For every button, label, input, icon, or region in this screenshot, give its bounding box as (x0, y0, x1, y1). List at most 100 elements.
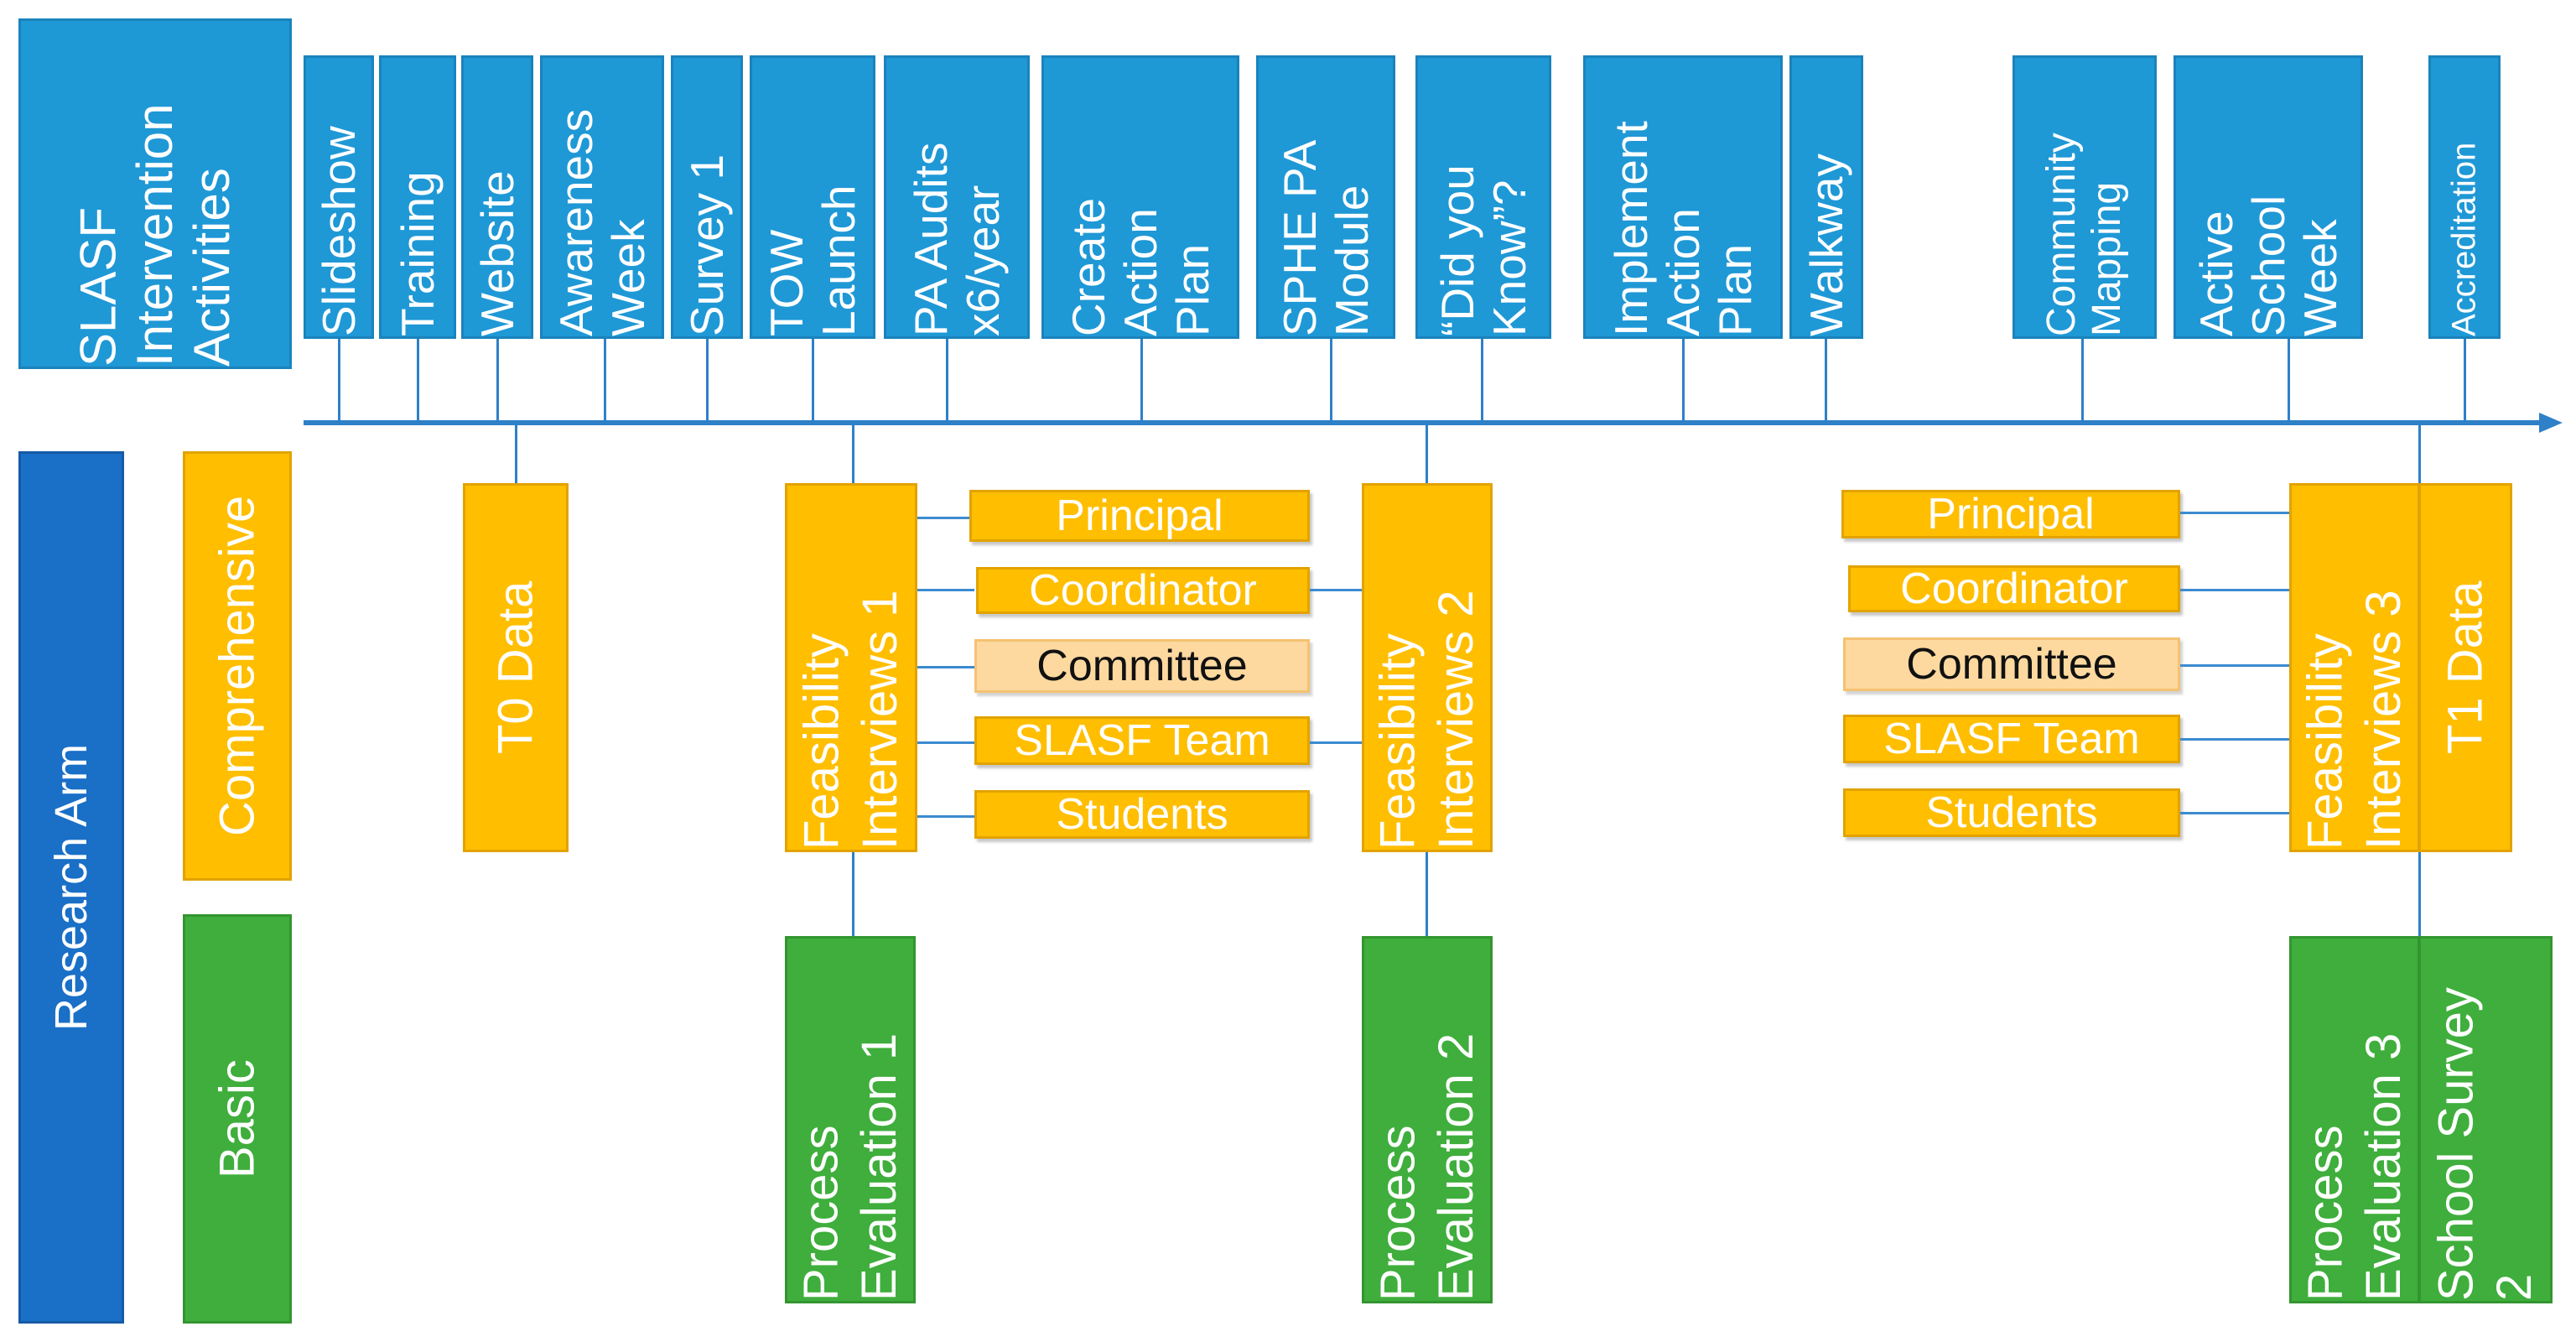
interviewee-committee-2: Committee (1843, 637, 2180, 691)
process-evaluation-1-box: Process Evaluation 1 (785, 936, 916, 1303)
activity-awareness-week-label: Awareness Week (549, 108, 654, 336)
comprehensive-label-box: Comprehensive (183, 451, 292, 881)
basic-label: Basic (210, 1059, 265, 1178)
connector-process-3 (2418, 852, 2421, 936)
connector-process-2 (1426, 852, 1428, 936)
tick-did-you-know (1481, 339, 1483, 423)
connector-t0 (515, 423, 517, 483)
activity-slideshow: Slideshow (304, 55, 374, 339)
interviewee-slasf-team-2-label: SLASF Team (1883, 715, 2140, 763)
activity-accreditation-label: Accreditation (2445, 142, 2483, 336)
activity-community-mapping: Community Mapping (2012, 55, 2157, 339)
tick-walkway (1825, 339, 1827, 423)
link-principal-right (2180, 512, 2289, 514)
feasibility-interviews-1-box: Feasibility Interviews 1 (785, 483, 917, 852)
interviewee-principal-1-label: Principal (1056, 492, 1223, 540)
process-evaluation-3-box: Process Evaluation 3 (2289, 936, 2420, 1303)
link-students-left-a (917, 815, 974, 818)
feasibility-interviews-2-label: Feasibility Interviews 2 (1370, 590, 1483, 850)
activity-implement-action-plan: Implement Action Plan (1583, 55, 1783, 339)
interviewee-coordinator-1-label: Coordinator (1029, 567, 1257, 614)
t1-data-label: T1 Data (2438, 580, 2493, 755)
activity-training: Training (379, 55, 456, 339)
interviewee-coordinator-2: Coordinator (1848, 565, 2180, 612)
activity-training-label: Training (391, 171, 444, 336)
tick-community-mapping (2081, 339, 2084, 423)
interviewee-students-1: Students (974, 790, 1310, 839)
activity-did-you-know: “Did you Know”? (1415, 55, 1551, 339)
tick-active-school-week (2288, 339, 2290, 423)
tick-training (417, 339, 419, 423)
connector-feasibility-1 (852, 423, 854, 483)
activity-slideshow-label: Slideshow (312, 126, 365, 336)
feasibility-interviews-3-box: Feasibility Interviews 3 (2289, 483, 2420, 852)
link-slasf-left-b (1310, 741, 1362, 744)
interviewee-coordinator-2-label: Coordinator (1900, 565, 2128, 612)
tick-sphe-pa-module (1330, 339, 1332, 423)
tick-website (496, 339, 499, 423)
connector-feasibility-3 (2418, 423, 2421, 483)
activity-walkway: Walkway (1789, 55, 1863, 339)
activity-website-label: Website (470, 170, 523, 336)
t1-data-box: T1 Data (2418, 483, 2512, 852)
activity-walkway-label: Walkway (1800, 153, 1852, 336)
activity-survey-1-label: Survey 1 (680, 153, 733, 336)
interviewee-students-2: Students (1843, 788, 2180, 837)
tick-create-action-plan (1140, 339, 1143, 423)
interviewee-slasf-team-1-label: SLASF Team (1014, 716, 1270, 765)
interviewee-students-1-label: Students (1056, 790, 1228, 839)
basic-label-box: Basic (183, 914, 292, 1324)
activity-active-school-week-label: Active School Week (2189, 195, 2347, 336)
feasibility-interviews-2-box: Feasibility Interviews 2 (1362, 483, 1493, 852)
activity-implement-action-plan-label: Implement Action Plan (1604, 121, 1762, 336)
interviewee-slasf-team-2: SLASF Team (1843, 715, 2180, 763)
interviewee-coordinator-1: Coordinator (976, 567, 1310, 614)
link-coordinator-left-b (1310, 589, 1362, 591)
link-coordinator-left-a (917, 589, 974, 591)
feasibility-interviews-1-label: Feasibility Interviews 1 (794, 590, 907, 850)
interviewee-principal-2-label: Principal (1927, 490, 2095, 538)
activity-create-action-plan-label: Create Action Plan (1062, 197, 1219, 336)
interviewee-committee-1: Committee (974, 639, 1310, 693)
interviewee-principal-2: Principal (1841, 490, 2180, 538)
t0-data-box: T0 Data (463, 483, 569, 852)
school-survey-2-box: School Survey 2 (2418, 936, 2553, 1303)
school-survey-2-label: School Survey 2 (2428, 987, 2542, 1301)
tick-pa-audits (946, 339, 948, 423)
link-students-right (2180, 812, 2289, 814)
link-coordinator-right (2180, 589, 2289, 591)
link-committee-left-a (917, 666, 974, 668)
tick-accreditation (2464, 339, 2466, 423)
interviewee-committee-1-label: Committee (1036, 642, 1248, 690)
tick-survey-1 (706, 339, 709, 423)
tick-awareness-week (604, 339, 606, 423)
intervention-activities-header: SLASF Intervention Activities (18, 18, 292, 369)
activity-community-mapping-label: Community Mapping (2038, 133, 2129, 336)
activity-awareness-week: Awareness Week (540, 55, 664, 339)
research-arm-label: Research Arm (46, 743, 96, 1032)
tick-implement-action-plan (1682, 339, 1685, 423)
activity-tow-launch: TOW Launch (750, 55, 875, 339)
link-slasf-left-a (917, 741, 974, 744)
feasibility-interviews-3-label: Feasibility Interviews 3 (2298, 590, 2411, 850)
activity-survey-1: Survey 1 (671, 55, 743, 339)
comprehensive-label: Comprehensive (210, 495, 265, 837)
process-evaluation-2-label: Process Evaluation 2 (1370, 1033, 1483, 1301)
activity-pa-audits: PA Audits x6/year (884, 55, 1030, 339)
interviewee-slasf-team-1: SLASF Team (974, 716, 1310, 765)
link-slasf-right (2180, 738, 2289, 741)
activity-did-you-know-label: “Did you Know”? (1431, 164, 1535, 336)
activity-website: Website (461, 55, 533, 339)
tick-tow-launch (812, 339, 814, 423)
interviewee-students-2-label: Students (1925, 788, 2098, 837)
research-arm-label-box: Research Arm (18, 451, 124, 1324)
link-committee-right (2180, 664, 2289, 667)
process-evaluation-1-label: Process Evaluation 1 (793, 1033, 906, 1301)
process-evaluation-2-box: Process Evaluation 2 (1362, 936, 1493, 1303)
activity-tow-launch-label: TOW Launch (760, 185, 865, 336)
connector-process-1 (852, 852, 854, 936)
activity-accreditation: Accreditation (2428, 55, 2501, 339)
process-evaluation-3-label: Process Evaluation 3 (2298, 1033, 2411, 1301)
